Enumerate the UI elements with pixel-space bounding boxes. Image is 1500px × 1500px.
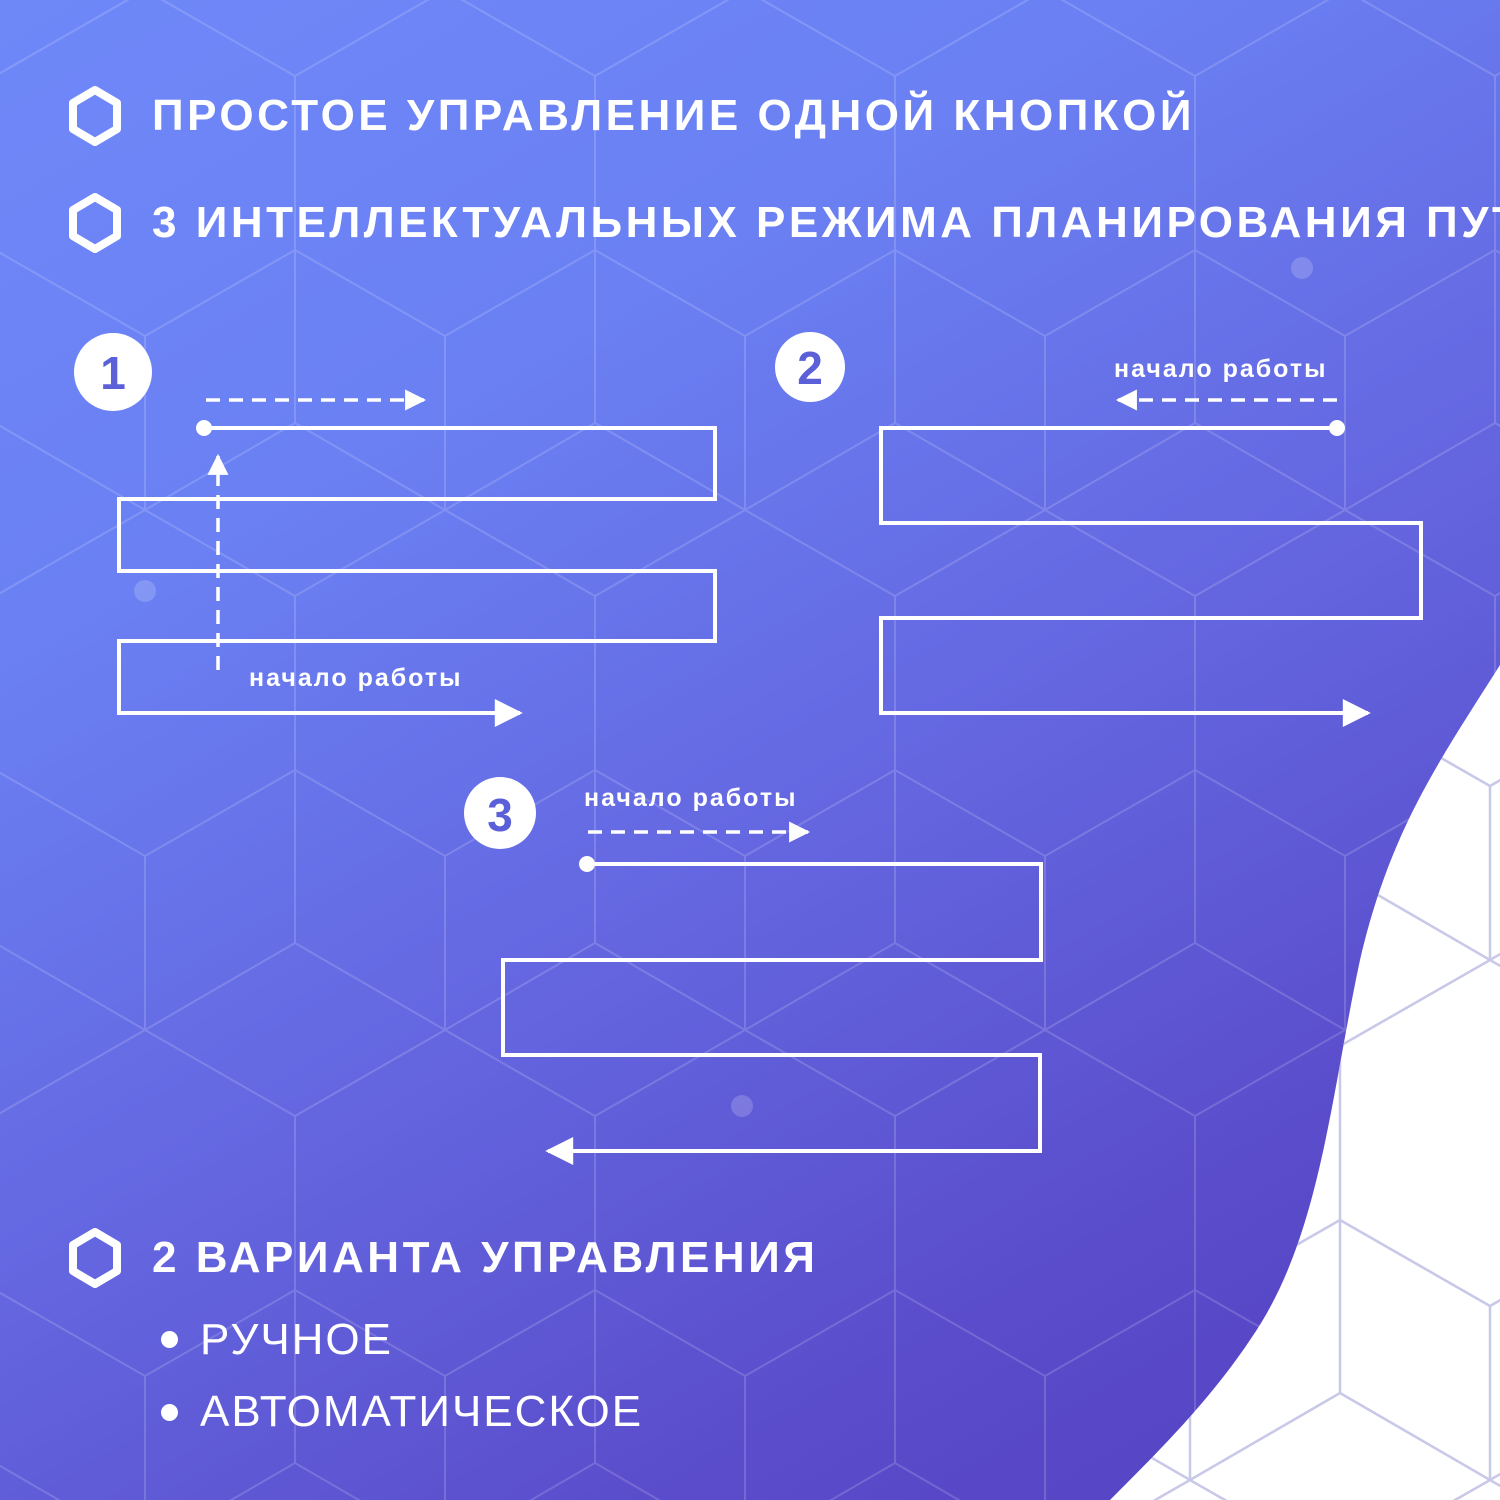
hexagon-outline-icon [69, 1228, 121, 1288]
feature-two-variants: 2 ВАРИАНТА УПРАВЛЕНИЯ [152, 1233, 819, 1282]
mode-2-start-point [1329, 420, 1345, 436]
mode-3-badge [464, 777, 536, 849]
mode-3-number: 3 [487, 789, 513, 841]
hexagon-outline-icon [69, 193, 121, 253]
mode-1-diagram: 1 начало работы [74, 333, 717, 727]
mode-2-number: 2 [797, 342, 823, 394]
mode-3-start-point [579, 856, 595, 872]
dot-icon [161, 1331, 178, 1348]
mode-3-diagram: 3 начало работы [464, 777, 1043, 1165]
mode-3-start-label: начало работы [584, 784, 797, 812]
mode-2-diagram: 2 начало работы [775, 332, 1423, 727]
mode-1-start-point [196, 420, 212, 436]
variant-manual: РУЧНОЕ [200, 1315, 394, 1364]
mode-1-number: 1 [100, 347, 126, 399]
variant-automatic: АВТОМАТИЧЕСКОЕ [200, 1387, 644, 1436]
dot-icon [161, 1404, 178, 1421]
feature-one-button: ПРОСТОЕ УПРАВЛЕНИЕ ОДНОЙ КНОПКОЙ [152, 91, 1196, 140]
feature-three-modes: 3 ИНТЕЛЛЕКТУАЛЬНЫХ РЕЖИМА ПЛАНИРОВАНИЯ П… [152, 198, 1500, 247]
hexagon-outline-icon [69, 86, 121, 146]
mode-1-path [117, 426, 717, 727]
mode-2-path [879, 426, 1423, 727]
mode-1-start-label: начало работы [249, 664, 462, 692]
mode-1-badge [74, 333, 152, 411]
mode-3-path [501, 862, 1043, 1165]
mode-2-badge [775, 332, 845, 402]
mode-2-start-label: начало работы [1114, 355, 1327, 383]
